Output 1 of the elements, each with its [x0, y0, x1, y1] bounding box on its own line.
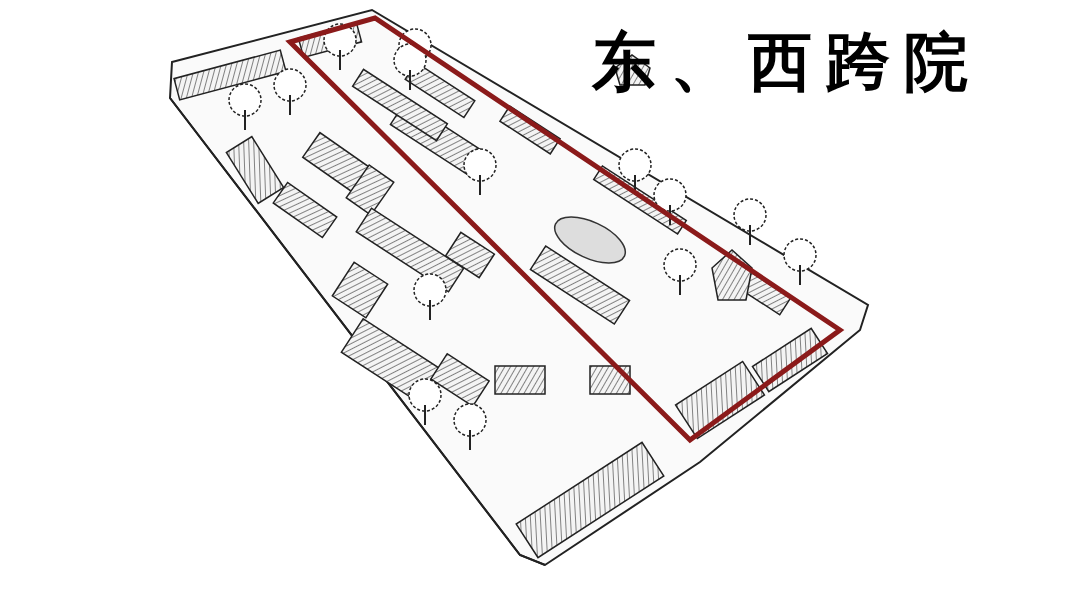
- title: 东、西跨院: [592, 30, 982, 94]
